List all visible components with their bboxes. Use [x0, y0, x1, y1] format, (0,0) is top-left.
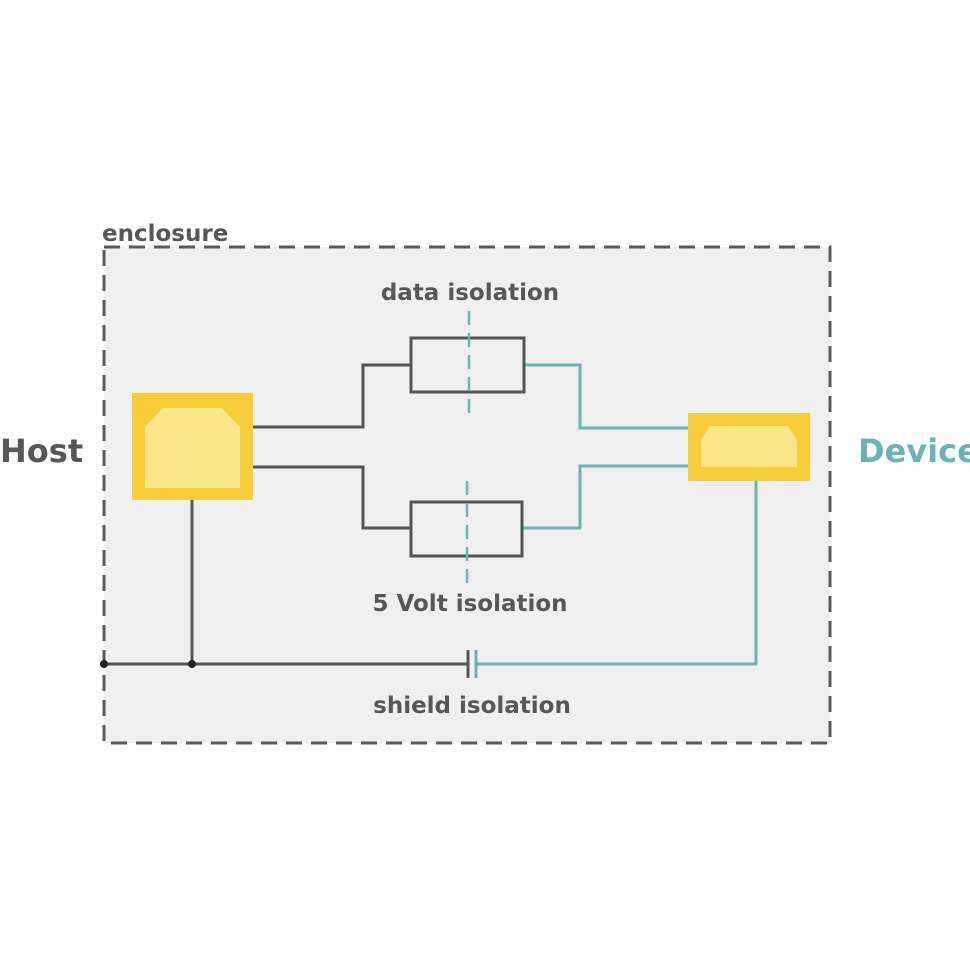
shield-capacitor-icon: [466, 650, 478, 678]
volt-isolation-label: 5 Volt isolation: [372, 591, 567, 617]
device-label: Device: [858, 432, 970, 470]
volt-isolator-icon: [409, 481, 524, 584]
device-data-wires: [476, 363, 758, 666]
device-connector-icon: [688, 413, 810, 481]
junction-dot-host: [188, 660, 196, 668]
enclosure-label: enclosure: [102, 221, 228, 247]
host-connector-icon: [132, 393, 253, 500]
host-data-wires: [104, 363, 468, 666]
junction-dot-left: [100, 660, 108, 668]
shield-isolation-label: shield isolation: [373, 693, 571, 719]
host-label: Host: [0, 432, 83, 470]
data-isolation-label: data isolation: [381, 280, 559, 306]
data-isolator-icon: [409, 311, 526, 414]
